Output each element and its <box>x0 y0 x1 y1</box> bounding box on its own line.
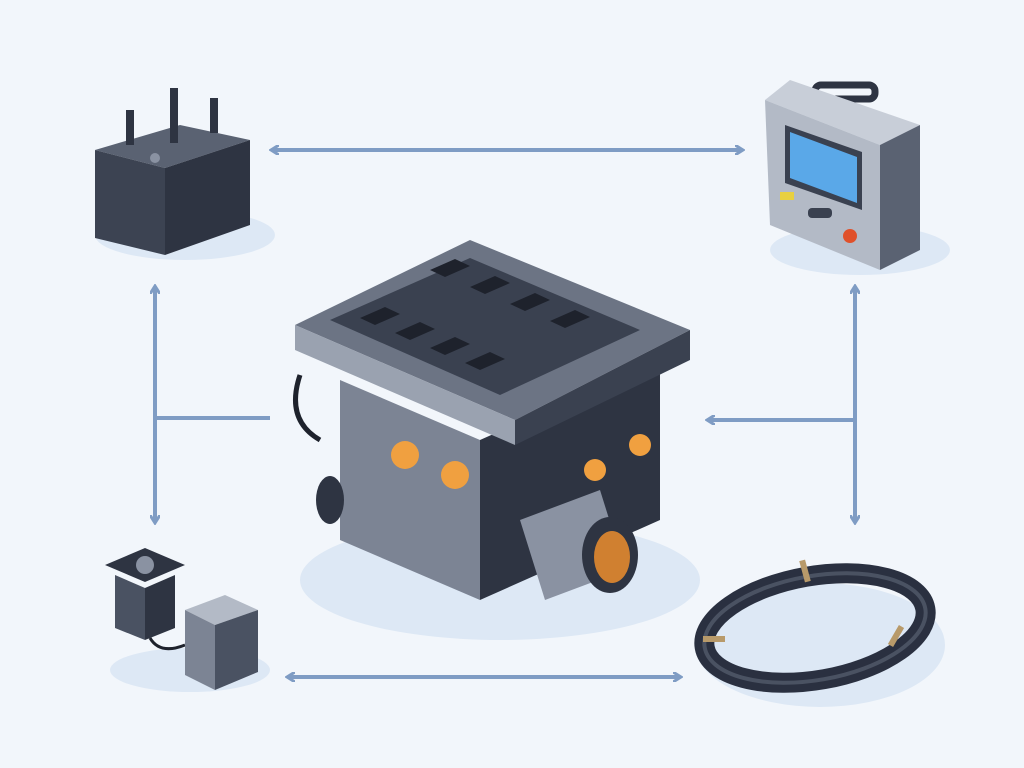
control-unit-icon[interactable] <box>765 80 950 275</box>
ring-icon[interactable] <box>694 557 945 707</box>
battery-icon[interactable] <box>95 88 275 260</box>
engine-icon[interactable] <box>293 240 700 640</box>
sensor-icon[interactable] <box>105 548 270 692</box>
